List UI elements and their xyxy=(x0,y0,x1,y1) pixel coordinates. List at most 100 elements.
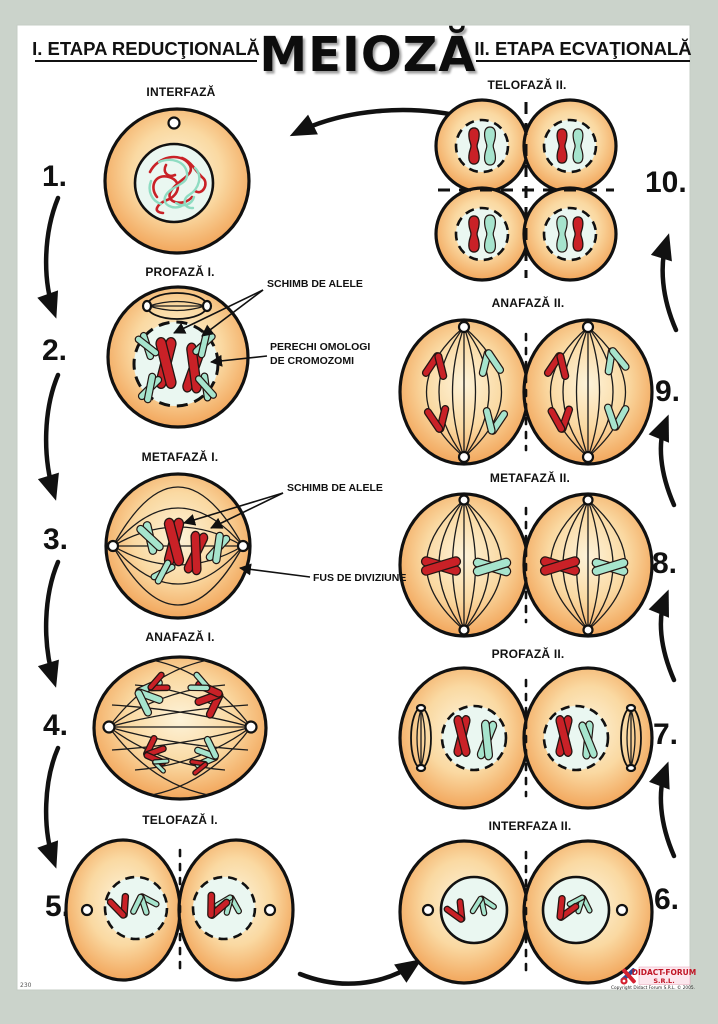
stage-number-10: 10. xyxy=(645,166,687,199)
nucleus-dashed xyxy=(454,118,510,174)
flow-arrows xyxy=(37,107,679,986)
nucleus-dashed xyxy=(454,206,510,262)
nucleus xyxy=(133,142,215,224)
stage-interfaza-2: INTERFAZA II. 6. xyxy=(398,819,679,985)
stage-number-2: 2. xyxy=(42,334,67,367)
centriole-dot xyxy=(625,763,637,773)
poster-header: MEIOZĂ I. ETAPA REDUCŢIONALĂ II. ETAPA E… xyxy=(32,26,692,83)
centriole-dot xyxy=(415,763,427,773)
schimb-de-alele-label-metafaza: SCHIMB DE ALELE xyxy=(287,482,383,494)
chromatin-tangle xyxy=(148,155,207,215)
perechi-omologi-label-line1: PERECHI OMOLOGI xyxy=(270,341,370,353)
stage-telofaza-2: TELOFAZĂ II. 10. xyxy=(434,77,687,282)
annotation-arrow xyxy=(210,354,268,367)
stage-profaza-1: PROFAZĂ I. 2. xyxy=(42,264,250,429)
stage-number-8: 8. xyxy=(652,547,677,580)
stage-metafaza-1: METAFAZĂ I. 3. xyxy=(43,449,252,620)
stage-telofaza-1: TELOFAZĂ I. 5. xyxy=(45,812,295,982)
nucleus-dashed xyxy=(542,118,598,174)
annotation-arrow xyxy=(173,289,264,334)
centriole-dot xyxy=(582,494,594,506)
stage-label: INTERFAZĂ xyxy=(146,84,215,99)
side-spindle-left xyxy=(410,703,432,773)
arrow-9-to-10 xyxy=(650,233,679,333)
arrow-5-to-6 xyxy=(297,959,422,986)
stage-label: METAFAZĂ II. xyxy=(490,470,570,485)
arrow-4-to-5 xyxy=(37,745,61,869)
stage-label: TELOFAZĂ I. xyxy=(142,812,218,827)
stage-number-1: 1. xyxy=(42,160,67,193)
publisher-logo: DIDACT-FORUM S.R.L. Copyright Didact For… xyxy=(611,966,697,991)
centriole-dot xyxy=(581,450,595,464)
perechi-omologi-label-line2: DE CROMOZOMI xyxy=(270,355,354,367)
arrow-8-to-9 xyxy=(648,414,677,508)
stage-number-6: 6. xyxy=(654,883,679,916)
stage-interfaza: INTERFAZĂ 1. xyxy=(42,84,251,255)
stage-number-4: 4. xyxy=(43,709,68,742)
arrow-10-to-1 xyxy=(289,107,471,137)
arrow-1-to-2 xyxy=(37,195,61,319)
fus-de-diviziune-label: FUS DE DIVIZIUNE xyxy=(313,572,406,584)
spindle-fibers xyxy=(425,320,627,464)
stage-label: ANAFAZĂ II. xyxy=(492,295,565,310)
stage-anafaza-2: ANAFAZĂ II. 9. xyxy=(398,295,680,466)
stage-number-7: 7. xyxy=(653,718,678,751)
poster-title: MEIOZĂ xyxy=(259,26,476,83)
stage-number-9: 9. xyxy=(655,375,680,408)
annotation-arrow xyxy=(183,492,284,526)
centriole-dot xyxy=(141,299,153,313)
annotation-arrow xyxy=(239,563,311,578)
centriole-dot xyxy=(102,720,116,734)
arrow-3-to-4 xyxy=(37,559,61,688)
centriole-dot xyxy=(458,494,470,506)
stage-label: PROFAZĂ I. xyxy=(145,264,214,279)
brand-suffix: S.R.L. xyxy=(653,977,674,985)
page-number: 230 xyxy=(20,982,32,989)
centriole-dot xyxy=(458,624,470,636)
brand-name: DIDACT-FORUM xyxy=(632,968,697,977)
logo-band xyxy=(638,966,691,985)
stage-label: ANAFAZĂ I. xyxy=(145,629,214,644)
centriole-dot xyxy=(582,624,594,636)
stage-label: INTERFAZA II. xyxy=(489,819,572,833)
stage-metafaza-2: METAFAZĂ II. 8. xyxy=(398,470,677,638)
side-spindle-right xyxy=(620,703,642,773)
arrow-6-to-7 xyxy=(649,761,677,859)
centriole-dot xyxy=(457,320,471,334)
poster-footer: 230 DIDACT-FORUM S.R.L. Copyright Didact… xyxy=(20,966,697,991)
arrow-2-to-3 xyxy=(37,372,61,501)
centriole-dot xyxy=(581,320,595,334)
arrow-7-to-8 xyxy=(648,589,677,683)
cell-membrane xyxy=(92,655,268,801)
stage-number-3: 3. xyxy=(43,523,68,556)
stage-anafaza-1: ANAFAZĂ I. 4. xyxy=(43,629,268,801)
publisher-logo-icon xyxy=(620,968,636,985)
copyright-line: Copyright Didact Forum S.R.L. © 2005. xyxy=(611,984,695,991)
centriole-dot xyxy=(244,720,258,734)
left-column-header: I. ETAPA REDUCŢIONALĂ xyxy=(32,38,260,59)
stage-label: METAFAZĂ I. xyxy=(142,449,219,464)
spindle-fibers xyxy=(102,659,258,796)
nucleus-dashed xyxy=(542,206,598,262)
centriole-dot xyxy=(167,116,181,130)
stage-label: PROFAZĂ II. xyxy=(492,646,565,661)
centriole-dot xyxy=(236,539,250,553)
centriole-dot xyxy=(615,903,629,917)
stage-label: TELOFAZĂ II. xyxy=(487,77,566,92)
nucleus-dashed xyxy=(440,704,508,772)
centriole-dot xyxy=(80,903,94,917)
nucleus-dashed xyxy=(542,704,610,772)
annotations: SCHIMB DE ALELE PERECHI OMOLOGI DE CROMO… xyxy=(173,278,406,584)
stage-profaza-2: PROFAZĂ II. 7. xyxy=(398,646,678,810)
annotation-arrow xyxy=(201,289,264,337)
right-column-header: II. ETAPA ECVAŢIONALĂ xyxy=(474,38,691,59)
forming-spindle xyxy=(141,292,213,320)
centriole-dot xyxy=(421,903,435,917)
annotation-arrow xyxy=(210,492,284,529)
centriole-dot xyxy=(263,903,277,917)
centriole-dot xyxy=(457,450,471,464)
centriole-dot xyxy=(415,703,427,713)
schimb-de-alele-label-profaza: SCHIMB DE ALELE xyxy=(267,278,363,290)
centriole-dot xyxy=(625,703,637,713)
